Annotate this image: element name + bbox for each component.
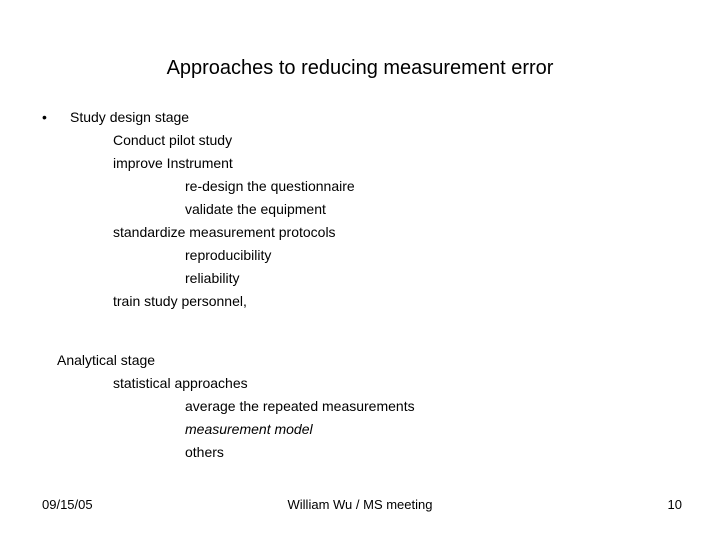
- outline-line: reproducibility: [0, 244, 720, 267]
- outline-line-text: improve Instrument: [113, 155, 233, 171]
- outline-line: re-design the questionnaire: [0, 175, 720, 198]
- outline-line-text: measurement model: [185, 421, 313, 437]
- outline-line-text: standardize measurement protocols: [113, 224, 336, 240]
- outline-line-text: Analytical stage: [57, 352, 156, 368]
- outline-line-text: statistical approaches: [113, 375, 248, 391]
- footer-date: 09/15/05: [42, 497, 93, 512]
- outline-line: reliability: [0, 267, 720, 290]
- outline-line: • Study design stage: [0, 106, 720, 129]
- bullet-icon: •: [42, 109, 47, 125]
- footer-attribution: William Wu / MS meeting: [287, 497, 433, 512]
- outline-line: standardize measurement protocols: [0, 221, 720, 244]
- outline-group-spacer: [0, 313, 720, 349]
- outline-line-text: reliability: [185, 270, 240, 286]
- outline-line: train study personnel,: [0, 290, 720, 313]
- outline-line-text: average the repeated measurements: [185, 398, 415, 414]
- outline-line: improve Instrument: [0, 152, 720, 175]
- outline-line: statistical approaches: [0, 372, 720, 395]
- outline-line-text: re-design the questionnaire: [185, 178, 355, 194]
- outline-line-text: reproducibility: [185, 247, 272, 263]
- outline-line: others: [0, 441, 720, 464]
- slide-title: Approaches to reducing measurement error: [166, 57, 554, 80]
- footer-page-number: 10: [667, 497, 682, 512]
- outline-line: measurement model: [0, 418, 720, 441]
- outline-line: Conduct pilot study: [0, 129, 720, 152]
- outline-line-text: validate the equipment: [185, 201, 326, 217]
- outline-line-text: others: [185, 444, 224, 460]
- outline-line-text: Study design stage: [70, 109, 190, 125]
- outline-line: validate the equipment: [0, 198, 720, 221]
- outline-line-text: train study personnel,: [113, 293, 247, 309]
- outline-line-text: Conduct pilot study: [113, 132, 233, 148]
- slide-footer: 09/15/05 William Wu / MS meeting 10: [0, 494, 720, 516]
- outline-line: average the repeated measurements: [0, 395, 720, 418]
- outline-group-analytical-stage: Analytical stage statistical approaches av…: [0, 349, 720, 464]
- outline-line: Analytical stage: [0, 349, 720, 372]
